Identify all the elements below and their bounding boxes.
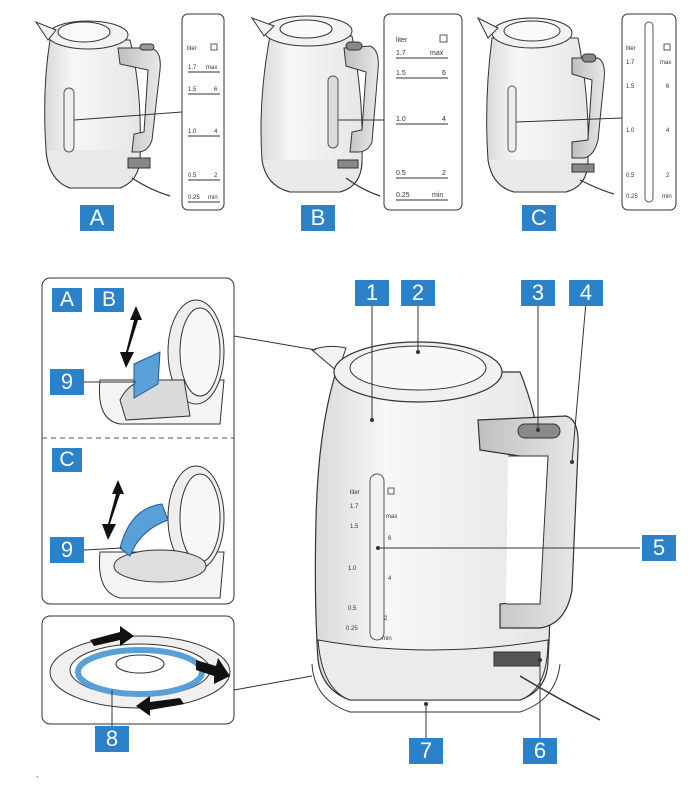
scale-min: min [662,194,672,200]
scale-mark-1-0: 1.0 [396,116,406,123]
main-scale-mark-0-25: 0.25 [346,626,358,632]
main-scale-max: max [386,514,397,520]
main-scale-mark-0-5: 0.5 [348,606,357,612]
scale-mark-0-5: 0.5 [188,173,197,179]
leader-lines [83,301,640,738]
kettle-variant-c [476,16,623,195]
scale-mark-1-7: 1.7 [188,65,197,71]
scale-min: min [208,195,218,201]
scale-cup-2: 2 [442,170,446,177]
water-scale-a: liter 1.7 max 1.5 6 1.0 4 0.5 2 0.25 min [181,13,225,211]
main-scale-unit: liter [350,490,360,496]
cup-icon [663,43,671,51]
scale-unit-a: liter [187,46,197,52]
scale-mark-1-7: 1.7 [626,60,635,66]
scale-unit-c: liter [626,46,636,52]
main-kettle: liter 1.7 max 1.5 6 1.0 4 0.5 2 0.25 min [311,341,601,721]
main-scale-cup-6: 6 [388,536,392,542]
scale-cup-4: 4 [666,128,670,134]
scale-mark-1-0: 1.0 [626,128,635,134]
callout-4: 4 [569,280,603,306]
variant-label-a: A [80,205,114,231]
callout-6: 6 [523,738,557,764]
scale-cup-2: 2 [666,173,670,179]
cup-icon [210,43,218,51]
callout-8: 8 [95,726,129,752]
on-off-switch [493,651,541,667]
scale-cup-2: 2 [214,173,218,179]
main-scale-mark-1-0: 1.0 [348,566,357,572]
main-scale-mark-1-5: 1.5 [350,524,359,530]
scale-mark-1-5: 1.5 [626,84,635,90]
scale-min: min [432,192,443,199]
scale-cup-4: 4 [442,116,446,123]
callout-9-c: 9 [50,537,84,563]
filter-detail-panel [41,615,235,725]
callout-3: 3 [521,280,555,306]
main-scale-mark-1-7: 1.7 [350,504,359,510]
scale-mark-0-25: 0.25 [626,194,638,200]
scale-mark-1-7: 1.7 [396,50,406,57]
scale-cup-6: 6 [442,70,446,77]
scale-max: max [430,50,444,57]
variant-label-b: B [301,205,335,231]
panel-label-b: B [94,288,124,312]
cup-icon [439,34,448,43]
scale-mark-1-0: 1.0 [188,129,197,135]
scale-mark-1-5: 1.5 [396,70,406,77]
main-scale-cup-2: 2 [384,616,388,622]
variant-label-c: C [522,205,556,231]
panel-label-a: A [52,288,82,312]
cup-icon [387,487,395,495]
lid-detail-panel [41,277,235,605]
scale-mark-0-25: 0.25 [188,195,200,201]
main-scale-min: min [382,636,392,642]
scale-mark-0-5: 0.5 [396,170,406,177]
scale-max: max [660,60,671,66]
kettle-variant-b [250,15,384,197]
callout-1: 1 [355,280,389,306]
scale-cup-6: 6 [214,87,218,93]
scale-unit-b: liter [396,37,408,44]
callout-7: 7 [409,738,443,764]
water-scale-c: liter 1.7 max 1.5 6 1.0 4 0.5 2 0.25 min [621,13,677,211]
water-scale-b: liter 1.7 max 1.5 6 1.0 4 0.5 2 0.25 min [383,13,463,211]
callout-9-ab: 9 [50,369,84,395]
main-scale-cup-4: 4 [388,576,392,582]
footnote-mark: , [36,770,39,779]
callout-2: 2 [401,280,435,306]
scale-mark-1-5: 1.5 [188,87,197,93]
scale-mark-0-5: 0.5 [626,173,635,179]
callout-5: 5 [642,535,676,561]
scale-cup-4: 4 [214,129,218,135]
scale-cup-6: 6 [666,84,670,90]
kettle-variant-a [34,20,183,197]
panel-label-c: C [52,448,82,472]
scale-max: max [206,65,217,71]
scale-mark-0-25: 0.25 [396,192,410,199]
